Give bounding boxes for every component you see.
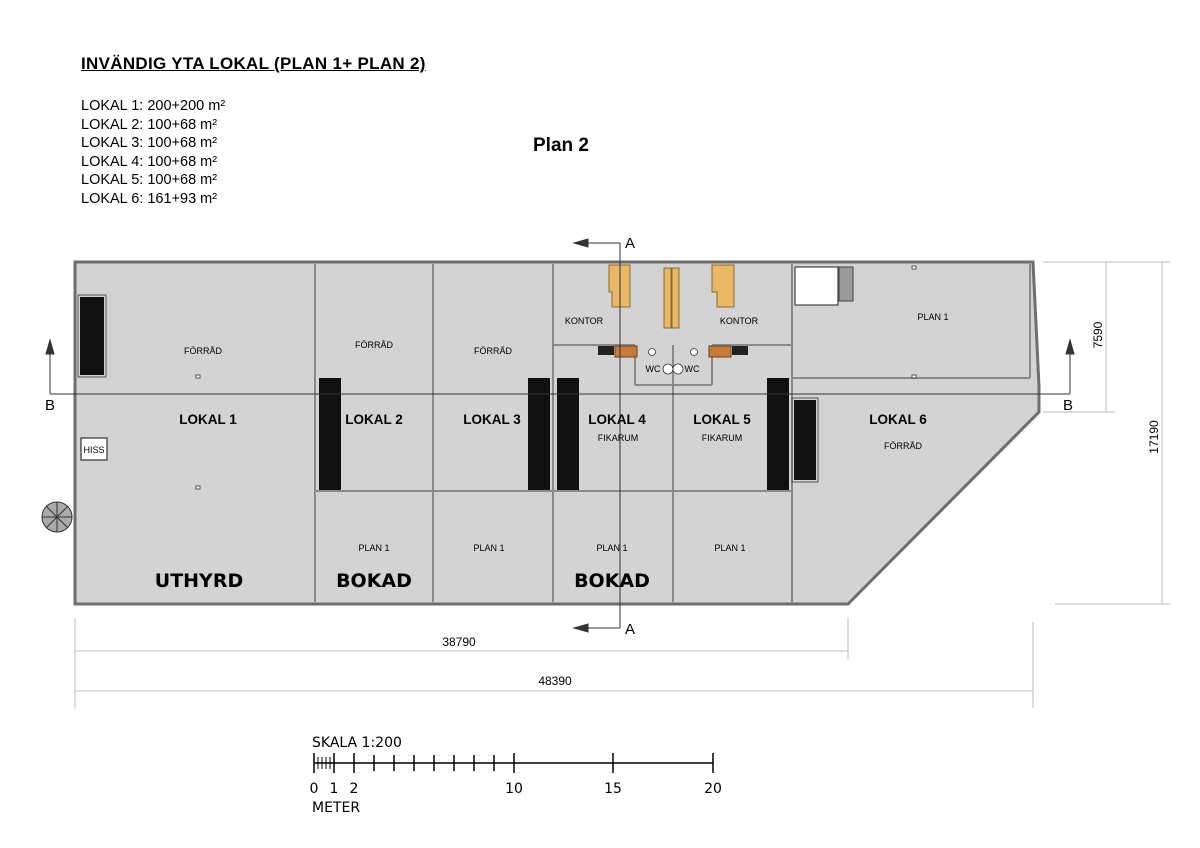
dim-17190: 17190 — [1147, 420, 1161, 454]
area-lokal-2: LOKAL 2: 100+68 m² — [81, 116, 218, 133]
section-line-a — [572, 238, 621, 633]
label-kontor-4: KONTOR — [565, 316, 604, 326]
dim-48390: 48390 — [538, 674, 572, 688]
section-b-left-label: B — [45, 397, 55, 414]
label-plan1-6: PLAN 1 — [917, 312, 948, 322]
lift-icon — [80, 437, 108, 461]
label-wc-5: WC — [685, 364, 700, 374]
area-lokal-1: LOKAL 1: 200+200 m² — [81, 98, 226, 114]
office-furniture — [608, 264, 735, 329]
plan-title: Plan 2 — [533, 135, 589, 156]
section-a-bottom-label: A — [625, 621, 635, 638]
label-lokal-2: LOKAL 2 — [345, 412, 403, 427]
status-uthyrd: UTHYRD — [155, 570, 243, 592]
scale-label: SKALA 1:200 — [312, 735, 402, 751]
area-lokal-4: LOKAL 4: 100+68 m² — [81, 153, 218, 170]
section-line-b — [45, 338, 1075, 395]
dim-38790: 38790 — [442, 635, 476, 649]
scale-bar — [313, 753, 714, 773]
kitchen-counters — [614, 345, 732, 358]
scale-unit: METER — [312, 800, 360, 816]
label-lokal-4: LOKAL 4 — [588, 412, 646, 427]
scale-tick-0: 0 — [310, 781, 319, 797]
scale-tick-10: 10 — [505, 781, 523, 797]
label-plan1-5: PLAN 1 — [714, 543, 745, 553]
kitchen-unit — [794, 266, 854, 306]
label-lokal-6: LOKAL 6 — [869, 412, 927, 427]
partition-walls — [314, 264, 1031, 602]
area-lokal-6: LOKAL 6: 161+93 m² — [81, 190, 218, 207]
dimension-lines — [74, 261, 1170, 708]
label-forrad-3: FÖRRÅD — [474, 346, 513, 356]
label-fikarum-4: FIKARUM — [598, 433, 639, 443]
label-hiss: HISS — [83, 445, 104, 455]
dim-7590: 7590 — [1091, 321, 1105, 348]
area-lokal-3: LOKAL 3: 100+68 m² — [81, 135, 218, 152]
status-bokad-lokal-2: BOKAD — [336, 570, 412, 592]
section-a-top-label: A — [625, 235, 635, 252]
label-plan1-2: PLAN 1 — [358, 543, 389, 553]
label-lokal-1: LOKAL 1 — [179, 412, 237, 427]
label-forrad-1: FÖRRÅD — [184, 346, 223, 356]
label-forrad-2: FÖRRÅD — [355, 340, 394, 350]
drawing-title: INVÄNDIG YTA LOKAL (PLAN 1+ PLAN 2) — [81, 54, 426, 73]
stairwells — [80, 297, 816, 490]
scale-tick-20: 20 — [704, 781, 722, 797]
scale-tick-1: 1 — [330, 781, 339, 797]
label-fikarum-5: FIKARUM — [702, 433, 743, 443]
label-wc-4: WC — [646, 364, 661, 374]
area-list: LOKAL 1: 200+200 m² LOKAL 2: 100+68 m² L… — [81, 97, 225, 209]
spiral-stair-icon — [41, 501, 73, 533]
label-plan1-4: PLAN 1 — [596, 543, 627, 553]
label-lokal-5: LOKAL 5 — [693, 412, 751, 427]
scale-tick-15: 15 — [604, 781, 622, 797]
status-bokad-lokal-4: BOKAD — [574, 570, 650, 592]
scale-tick-2: 2 — [350, 781, 359, 797]
label-lokal-3: LOKAL 3 — [463, 412, 521, 427]
label-forrad-6: FÖRRÅD — [884, 441, 923, 451]
section-b-right-label: B — [1063, 397, 1073, 414]
area-lokal-5: LOKAL 5: 100+68 m² — [81, 172, 218, 189]
label-kontor-5: KONTOR — [720, 316, 759, 326]
label-plan1-3: PLAN 1 — [473, 543, 504, 553]
